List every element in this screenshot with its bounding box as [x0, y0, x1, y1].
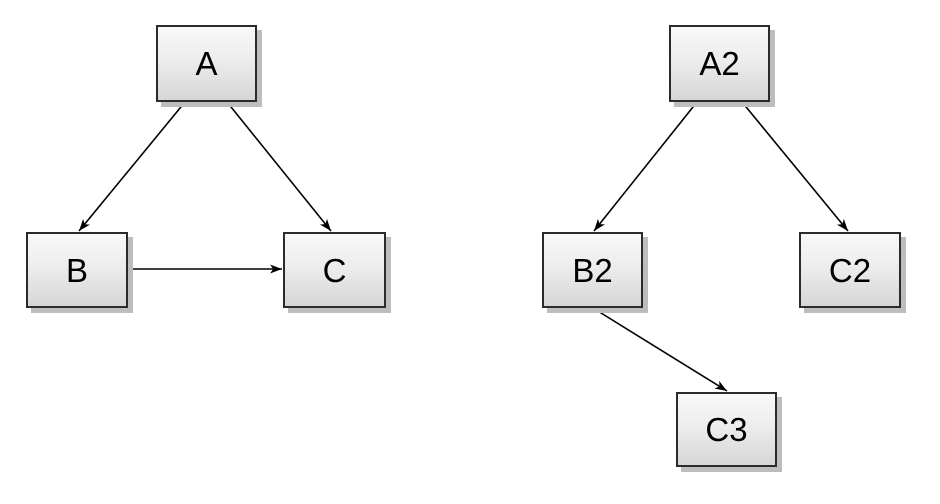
edge-A-B[interactable]: [78, 101, 186, 232]
node-label-C: C: [322, 251, 347, 289]
node-label-A: A: [195, 45, 218, 82]
node-C2[interactable]: C2: [799, 232, 901, 308]
node-B2[interactable]: B2: [542, 232, 643, 308]
node-label-B2: B2: [572, 251, 613, 289]
edge-B2-C3[interactable]: [592, 307, 728, 392]
node-A[interactable]: A: [156, 25, 257, 102]
node-label-A2: A2: [699, 45, 740, 82]
node-B[interactable]: B: [26, 232, 128, 308]
node-label-C3: C3: [705, 411, 748, 448]
edge-A2-B2[interactable]: [593, 101, 698, 232]
node-label-B: B: [65, 251, 88, 289]
edge-A2-C2[interactable]: [741, 101, 849, 232]
edge-A-C[interactable]: [226, 101, 332, 232]
node-label-C2: C2: [828, 251, 872, 289]
node-C[interactable]: C: [283, 232, 386, 308]
node-A2[interactable]: A2: [669, 25, 770, 102]
node-C3[interactable]: C3: [676, 392, 777, 467]
